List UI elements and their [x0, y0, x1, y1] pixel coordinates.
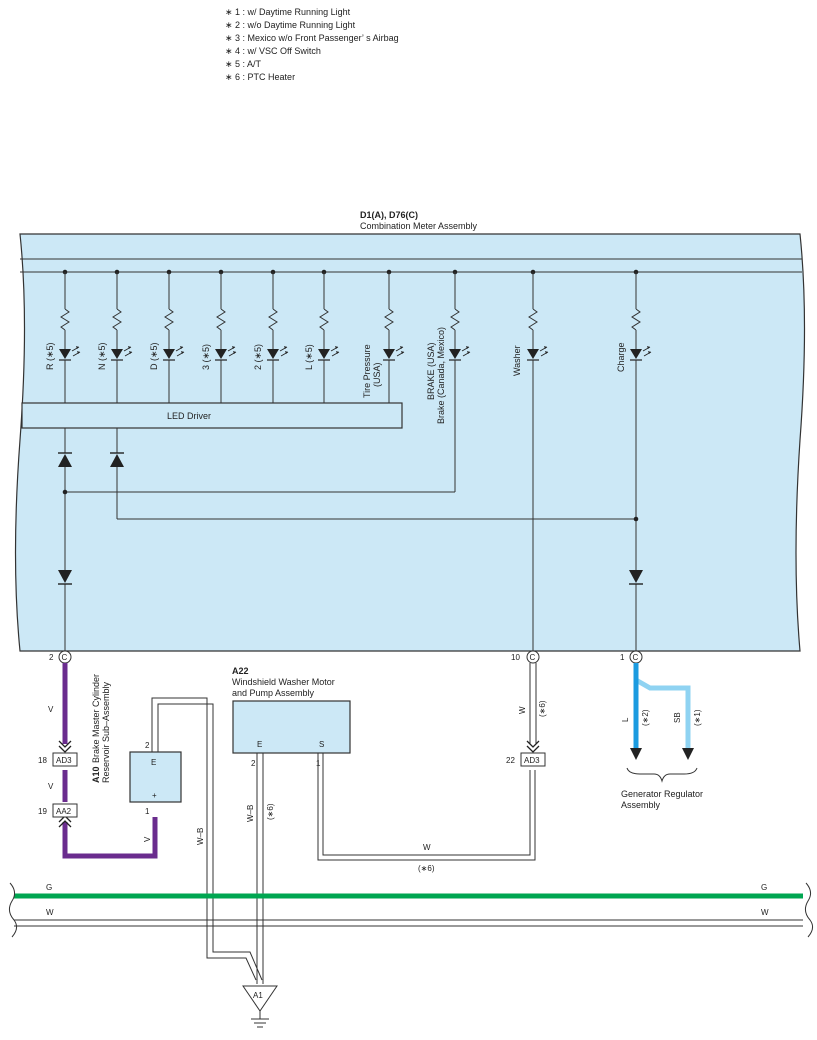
label-brake-usa: BRAKE (USA): [426, 342, 436, 400]
label-r: R (∗5): [45, 342, 55, 370]
label-tire-pressure: Tire Pressure: [362, 344, 372, 398]
washer-motor-box: [232, 700, 351, 754]
wire-label-wb1: W–B: [196, 828, 205, 845]
note-5: ∗ 5 : A/T: [225, 59, 262, 69]
led-driver-box: [21, 402, 403, 429]
note-3: ∗ 3 : Mexico w/o Front Passenger’ s Airb…: [225, 33, 399, 43]
wire-violet: [62, 663, 158, 859]
brake-code: A10: [91, 766, 101, 783]
wire-label-l: L: [621, 717, 630, 722]
label-brake-canada-mexico: Brake (Canada, Mexico): [436, 327, 446, 424]
washer-motor-name-1: Windshield Washer Motor: [232, 677, 335, 687]
note-4: ∗ 4 : w/ VSC Off Switch: [225, 46, 321, 56]
brake-pin-2: 2: [145, 741, 150, 750]
wire-label-v1: V: [48, 705, 54, 714]
label-l: L (∗5): [304, 344, 314, 370]
wire-label-g-left: G: [46, 883, 52, 892]
wire-label-sb-note: (∗1): [693, 709, 702, 726]
diode-2: [110, 454, 124, 467]
label-3: 3 (∗5): [201, 344, 211, 370]
notes-list: ∗ 1 : w/ Daytime Running Light ∗ 2 : w/o…: [225, 7, 399, 82]
led-driver-label: LED Driver: [167, 411, 211, 421]
ad3-left-label: AD3: [56, 756, 72, 765]
diode-3: [58, 570, 72, 583]
wire-wb-brake: [151, 697, 263, 981]
ad3-right-pin: 22: [506, 756, 515, 765]
brake-pin-1: 1: [145, 807, 150, 816]
note-6: ∗ 6 : PTC Heater: [225, 72, 295, 82]
aa2-pin: 19: [38, 807, 47, 816]
wire-label-w-washer-note: (∗6): [538, 700, 547, 717]
label-d: D (∗5): [149, 342, 159, 370]
label-tire-usa: (USA): [372, 362, 382, 387]
aa2-label: AA2: [56, 807, 72, 816]
wire-label-g-right: G: [761, 883, 767, 892]
ad3-left-pin: 18: [38, 756, 47, 765]
wire-label-wb2-note: (∗6): [266, 803, 275, 820]
wire-label-wb2: W–B: [246, 805, 255, 822]
washer-pin-e: E: [257, 740, 262, 749]
combination-meter-panel: [14, 233, 806, 652]
wire-label-w-washer: W: [518, 706, 527, 714]
label-washer: Washer: [512, 345, 522, 376]
connector-ad3-right: [520, 752, 546, 767]
label-2: 2 (∗5): [253, 344, 263, 370]
washer-motor-code: A22: [232, 666, 249, 676]
pin-2-label: 2: [49, 653, 54, 662]
ground-a1-label: A1: [253, 991, 263, 1000]
wire-charge: [633, 663, 691, 750]
pin-c-right: C: [633, 653, 639, 662]
wire-label-sb: SB: [673, 712, 682, 723]
ground-a1-triangle: [242, 985, 278, 1012]
meter-name: Combination Meter Assembly: [360, 221, 478, 231]
brake-pin-e: E: [151, 758, 156, 767]
pin-10-label: 10: [511, 653, 520, 662]
wire-label-v3: V: [143, 836, 152, 842]
washer-pin-s: S: [319, 740, 324, 749]
washer-pin-2: 2: [251, 759, 256, 768]
diode-4: [629, 570, 643, 583]
wire-label-v2: V: [48, 782, 54, 791]
generator-name-1: Generator Regulator: [621, 789, 703, 799]
wire-label-w-left: W: [46, 908, 54, 917]
label-charge: Charge: [616, 342, 626, 372]
wire-label-w-right: W: [761, 908, 769, 917]
brake-name-2: Reservoir Sub–Assembly: [101, 681, 111, 783]
pin-c-left: C: [62, 653, 68, 662]
ground-icon: [251, 1011, 269, 1028]
wire-white-w: [14, 919, 803, 927]
wire-label-w-bottom: W: [423, 843, 431, 852]
brake-name-1: Brake Master Cylinder: [91, 674, 101, 763]
diode-1: [58, 454, 72, 467]
note-2: ∗ 2 : w/o Daytime Running Light: [225, 20, 356, 30]
brake-pin-plus: +: [152, 791, 157, 800]
brake-reservoir-box: [129, 751, 182, 803]
generator-name-2: Assembly: [621, 800, 661, 810]
note-1: ∗ 1 : w/ Daytime Running Light: [225, 7, 351, 17]
meter-code: D1(A), D76(C): [360, 210, 418, 220]
label-n: N (∗5): [97, 342, 107, 370]
pin-c-mid: C: [530, 653, 536, 662]
washer-motor-name-2: and Pump Assembly: [232, 688, 315, 698]
connector-aa2: [52, 803, 78, 818]
wire-label-w-bottom-note: (∗6): [418, 864, 435, 873]
pin-1-label: 1: [620, 653, 625, 662]
wire-label-l-note: (∗2): [641, 709, 650, 726]
ad3-right-label: AD3: [524, 756, 540, 765]
wire-w-washer: [317, 663, 537, 861]
connector-ad3-left: [52, 752, 78, 767]
wire-wb-washer: [256, 753, 264, 984]
